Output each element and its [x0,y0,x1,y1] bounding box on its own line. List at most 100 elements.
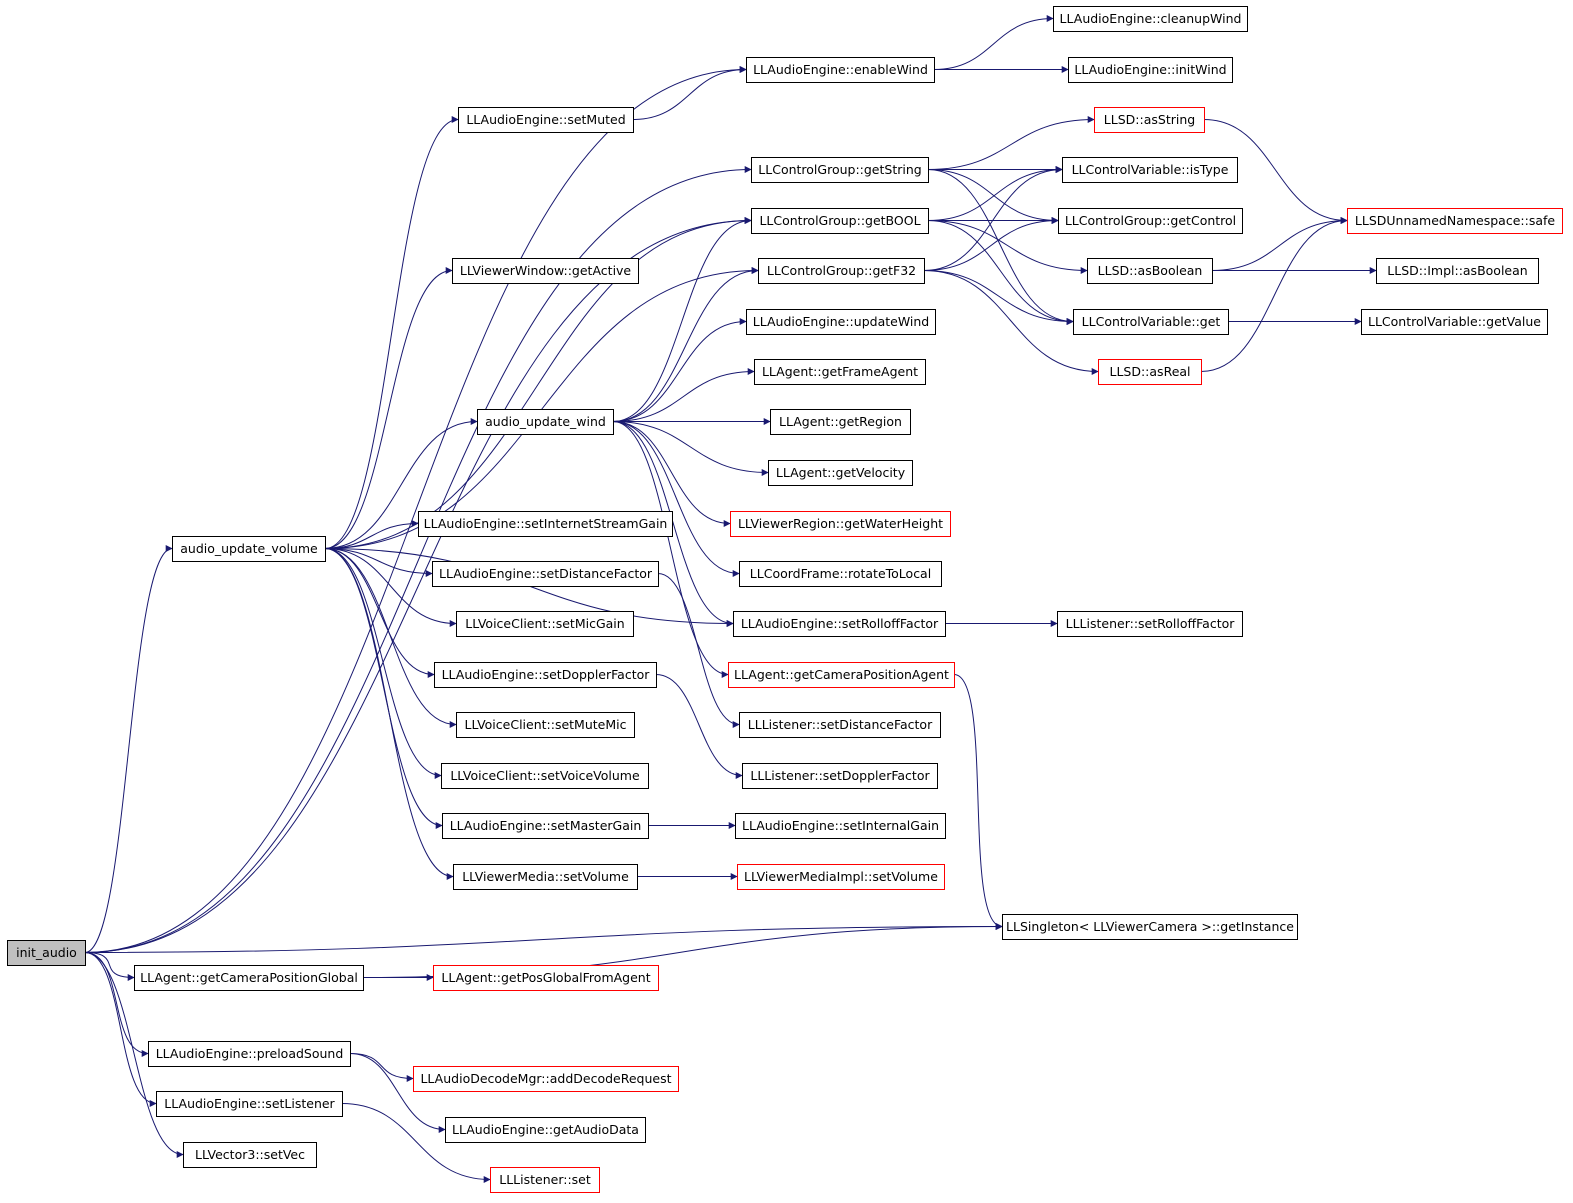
node-box[interactable] [434,662,657,688]
node-audio_update_volume[interactable]: audio_update_volume [172,536,326,562]
node-setListener[interactable]: LLAudioEngine::setListener [156,1091,343,1117]
node-box[interactable] [1057,611,1243,637]
node-box[interactable] [7,940,86,966]
node-setMuteMic[interactable]: LLVoiceClient::setMuteMic [456,712,635,738]
node-box[interactable] [737,864,945,890]
node-asBoolean[interactable]: LLSD::asBoolean [1087,258,1213,284]
node-box[interactable] [751,208,929,234]
node-setInternetStreamGain[interactable]: LLAudioEngine::setInternetStreamGain [418,511,673,537]
node-getPosGlobalFromAgent[interactable]: LLAgent::getPosGlobalFromAgent [433,965,659,991]
node-box[interactable] [1062,157,1238,183]
node-box[interactable] [172,536,326,562]
node-box[interactable] [445,1117,646,1143]
node-box[interactable] [183,1142,317,1168]
node-getString[interactable]: LLControlGroup::getString [751,157,929,183]
node-box[interactable] [735,813,946,839]
node-getAudioData[interactable]: LLAudioEngine::getAudioData [445,1117,646,1143]
node-box[interactable] [1361,309,1548,335]
node-audio_update_wind[interactable]: audio_update_wind [477,409,614,435]
node-updateWind[interactable]: LLAudioEngine::updateWind [746,309,936,335]
node-box[interactable] [433,965,659,991]
node-initWind[interactable]: LLAudioEngine::initWind [1068,57,1233,83]
node-listenerSet[interactable]: LLListener::set [490,1167,600,1193]
node-box[interactable] [477,409,614,435]
node-box[interactable] [1376,258,1539,284]
node-box[interactable] [490,1167,600,1193]
node-setDopplerFactor[interactable]: LLAudioEngine::setDopplerFactor [434,662,657,688]
node-setVec[interactable]: LLVector3::setVec [183,1142,317,1168]
node-setDistanceFactor[interactable]: LLAudioEngine::setDistanceFactor [432,561,659,587]
node-mediaImplSetVolume[interactable]: LLViewerMediaImpl::setVolume [737,864,945,890]
node-box[interactable] [156,1091,343,1117]
node-cvGet[interactable]: LLControlVariable::get [1073,309,1229,335]
node-setVoiceVolume[interactable]: LLVoiceClient::setVoiceVolume [441,763,649,789]
node-box[interactable] [739,561,942,587]
node-box[interactable] [746,309,936,335]
node-init_audio[interactable]: init_audio [7,940,86,966]
node-box[interactable] [418,511,673,537]
node-listenerSetRolloffFactor[interactable]: LLListener::setRolloffFactor [1057,611,1243,637]
node-box[interactable] [758,258,925,284]
node-box[interactable] [442,813,649,839]
node-asReal[interactable]: LLSD::asReal [1098,359,1202,385]
node-box[interactable] [432,561,659,587]
node-cleanupWind[interactable]: LLAudioEngine::cleanupWind [1053,6,1248,32]
node-box[interactable] [441,763,649,789]
node-listenerSetDistanceFactor[interactable]: LLListener::setDistanceFactor [739,712,941,738]
node-getWaterHeight[interactable]: LLViewerRegion::getWaterHeight [730,511,951,537]
node-getCameraPositionGlobal[interactable]: LLAgent::getCameraPositionGlobal [134,965,364,991]
node-box[interactable] [1094,107,1205,133]
node-getControl[interactable]: LLControlGroup::getControl [1058,208,1243,234]
node-box[interactable] [456,712,635,738]
node-box[interactable] [739,712,941,738]
node-box[interactable] [452,258,639,284]
node-setMasterGain[interactable]: LLAudioEngine::setMasterGain [442,813,649,839]
node-getF32[interactable]: LLControlGroup::getF32 [758,258,925,284]
node-box[interactable] [730,511,951,537]
node-box[interactable] [770,409,911,435]
node-getRegion[interactable]: LLAgent::getRegion [770,409,911,435]
node-asString[interactable]: LLSD::asString [1094,107,1205,133]
node-setMuted[interactable]: LLAudioEngine::setMuted [458,107,634,133]
node-getVelocity[interactable]: LLAgent::getVelocity [768,460,913,486]
node-mediaSetVolume[interactable]: LLViewerMedia::setVolume [453,864,638,890]
node-box[interactable] [751,157,929,183]
node-box[interactable] [456,611,634,637]
node-box[interactable] [1002,914,1298,940]
node-isType[interactable]: LLControlVariable::isType [1062,157,1238,183]
node-getInstance[interactable]: LLSingleton< LLViewerCamera >::getInstan… [1002,914,1298,940]
node-box[interactable] [1073,309,1229,335]
node-box[interactable] [134,965,364,991]
node-safe[interactable]: LLSDUnnamedNamespace::safe [1347,208,1563,234]
node-setInternalGain[interactable]: LLAudioEngine::setInternalGain [735,813,946,839]
node-enableWind[interactable]: LLAudioEngine::enableWind [746,57,935,83]
node-box[interactable] [1098,359,1202,385]
node-box[interactable] [148,1041,351,1067]
node-box[interactable] [1058,208,1243,234]
node-preloadSound[interactable]: LLAudioEngine::preloadSound [148,1041,351,1067]
node-box[interactable] [1347,208,1563,234]
node-box[interactable] [1053,6,1248,32]
node-box[interactable] [754,359,926,385]
node-addDecodeRequest[interactable]: LLAudioDecodeMgr::addDecodeRequest [413,1066,679,1092]
node-setRolloffFactor[interactable]: LLAudioEngine::setRolloffFactor [733,611,946,637]
node-listenerSetDopplerFactor[interactable]: LLListener::setDopplerFactor [742,763,938,789]
node-getBOOL[interactable]: LLControlGroup::getBOOL [751,208,929,234]
node-box[interactable] [733,611,946,637]
node-implAsBoolean[interactable]: LLSD::Impl::asBoolean [1376,258,1539,284]
node-getActive[interactable]: LLViewerWindow::getActive [452,258,639,284]
node-box[interactable] [742,763,938,789]
node-box[interactable] [458,107,634,133]
node-box[interactable] [746,57,935,83]
node-box[interactable] [413,1066,679,1092]
node-setMicGain[interactable]: LLVoiceClient::setMicGain [456,611,634,637]
node-getCameraPositionAgent[interactable]: LLAgent::getCameraPositionAgent [728,662,955,688]
node-box[interactable] [768,460,913,486]
node-getFrameAgent[interactable]: LLAgent::getFrameAgent [754,359,926,385]
node-box[interactable] [728,662,955,688]
node-box[interactable] [1087,258,1213,284]
node-rotateToLocal[interactable]: LLCoordFrame::rotateToLocal [739,561,942,587]
node-box[interactable] [453,864,638,890]
node-getValue[interactable]: LLControlVariable::getValue [1361,309,1548,335]
node-box[interactable] [1068,57,1233,83]
